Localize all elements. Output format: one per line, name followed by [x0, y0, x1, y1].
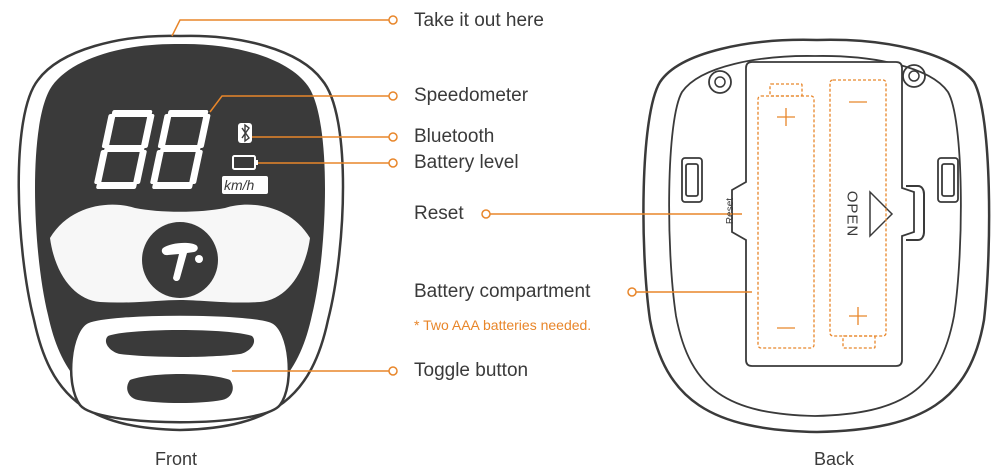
open-latch[interactable]: [906, 185, 925, 241]
callout-battery-compartment: Battery compartment: [414, 281, 591, 302]
screw-hole-left: [708, 70, 732, 94]
side-clip-right: [937, 157, 959, 203]
speedometer-digits: [94, 110, 211, 189]
callout-lines: [171, 15, 752, 376]
back-inner-shell: [668, 55, 962, 417]
callout-toggle-button: Toggle button: [414, 360, 529, 381]
open-label: OPEN: [843, 190, 861, 238]
battery-compartment-cover[interactable]: [731, 61, 915, 367]
caption-back: Back: [814, 449, 855, 469]
reset-button-label[interactable]: Reset: [725, 197, 737, 225]
callout-battery-note: * Two AAA batteries needed.: [414, 317, 592, 333]
speed-unit-label: km/h: [224, 177, 255, 193]
back-device: [642, 38, 991, 434]
caption-front: Front: [155, 449, 198, 469]
callout-speedometer: Speedometer: [414, 85, 529, 106]
callout-bluetooth: Bluetooth: [414, 126, 495, 147]
toggle-button-top: [105, 330, 255, 357]
open-arrow-icon: [869, 190, 894, 238]
segway-logo-dot: [195, 255, 203, 263]
callout-take-out: Take it out here: [414, 10, 544, 31]
speed-unit-badge: [222, 176, 268, 194]
callout-battery-level: Battery level: [414, 152, 519, 173]
front-device: [17, 34, 345, 432]
battery-slot-right: [829, 79, 887, 349]
battery-slot-left: [757, 83, 815, 349]
bluetooth-icon: [238, 123, 252, 143]
side-clip-left: [681, 157, 703, 203]
battery-icon: [232, 155, 258, 170]
callout-reset: Reset: [414, 203, 464, 224]
screw-hole-right: [902, 64, 926, 88]
toggle-button-bottom[interactable]: [127, 374, 233, 403]
segway-logo-mark: [161, 242, 198, 281]
